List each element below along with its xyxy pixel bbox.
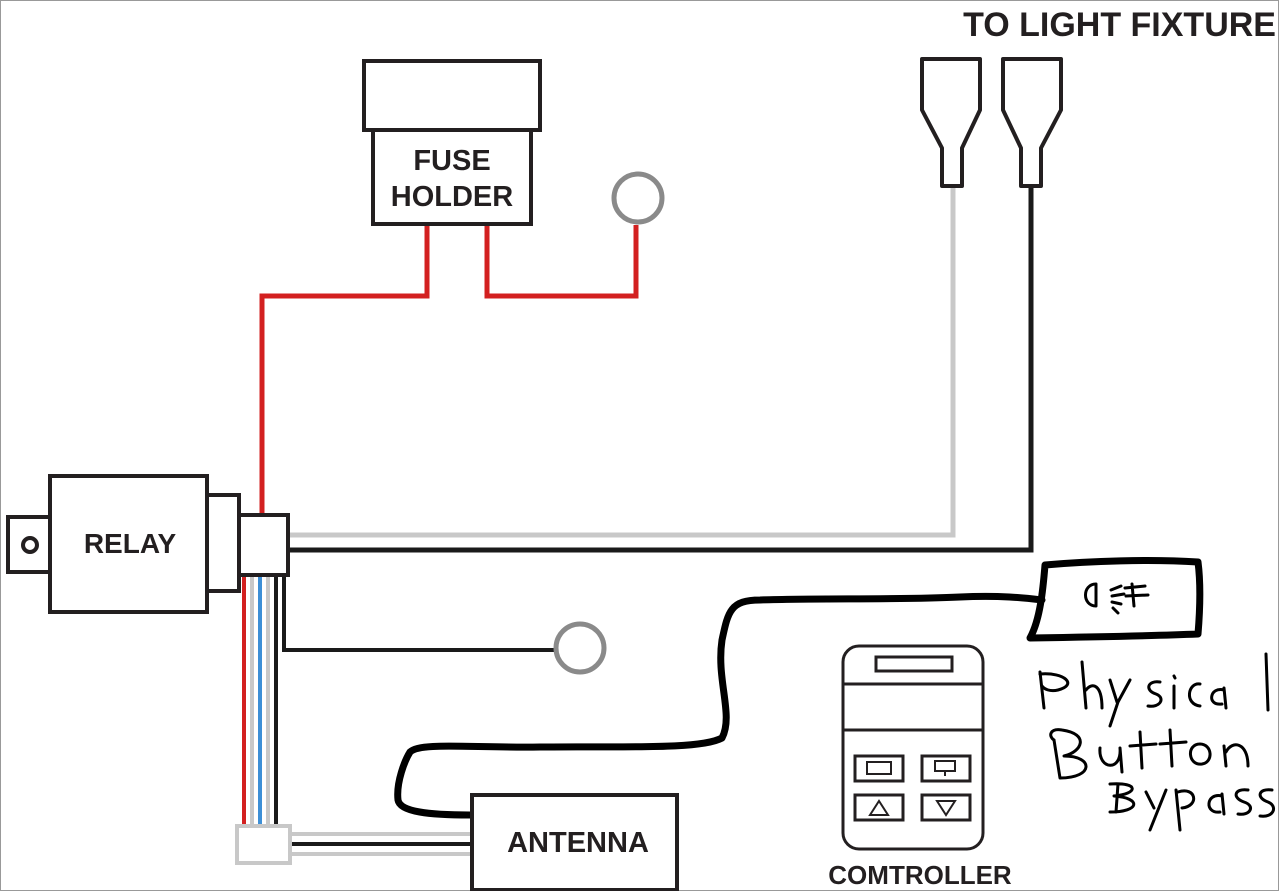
fuse-label-line2: HOLDER [391, 181, 514, 213]
fuse-holder-body [371, 128, 533, 226]
handdrawn-bypass-wire [394, 592, 1046, 819]
controller-label: COMTROLLER [828, 860, 1012, 890]
handwritten-physical [1038, 652, 1270, 728]
down-triangle-icon [935, 800, 957, 817]
ground-ring-terminal [553, 621, 607, 675]
controller-button-up [853, 793, 905, 822]
fixture-connector-left [920, 57, 982, 188]
controller-button-1 [853, 754, 905, 783]
handdrawn-button-box [1026, 557, 1204, 642]
fuse-label-line1: FUSE [413, 145, 490, 177]
controller-slot [874, 655, 954, 673]
fixture-connector-right [1001, 57, 1063, 188]
relay-connector [237, 513, 290, 577]
relay-mount-tab [6, 515, 52, 574]
handwritten-button [1049, 728, 1250, 780]
fuse-holder-top [362, 59, 542, 132]
controller-button-2 [920, 754, 972, 783]
antenna-box [470, 793, 679, 891]
antenna-label: ANTENNA [507, 827, 649, 859]
controller-button-1-glyph [866, 761, 892, 775]
up-triangle-icon [868, 799, 890, 816]
battery-ring-terminal [611, 171, 665, 225]
headlight-icon [1084, 582, 1150, 615]
light-fixture-label: TO LIGHT FIXTURE [963, 6, 1276, 44]
antenna-plug [235, 824, 292, 865]
grey-wire-to-fixture [288, 186, 956, 538]
black-wire-to-fixture [288, 186, 1034, 553]
red-wire-relay-to-fuse [259, 224, 430, 515]
handwritten-bypass [1108, 782, 1276, 832]
ground-wire [282, 575, 555, 652]
red-wire-fuse-to-terminal [484, 224, 639, 299]
relay-label: RELAY [84, 528, 177, 559]
relay-mount-hole [21, 536, 39, 554]
relay-neck [205, 493, 241, 593]
